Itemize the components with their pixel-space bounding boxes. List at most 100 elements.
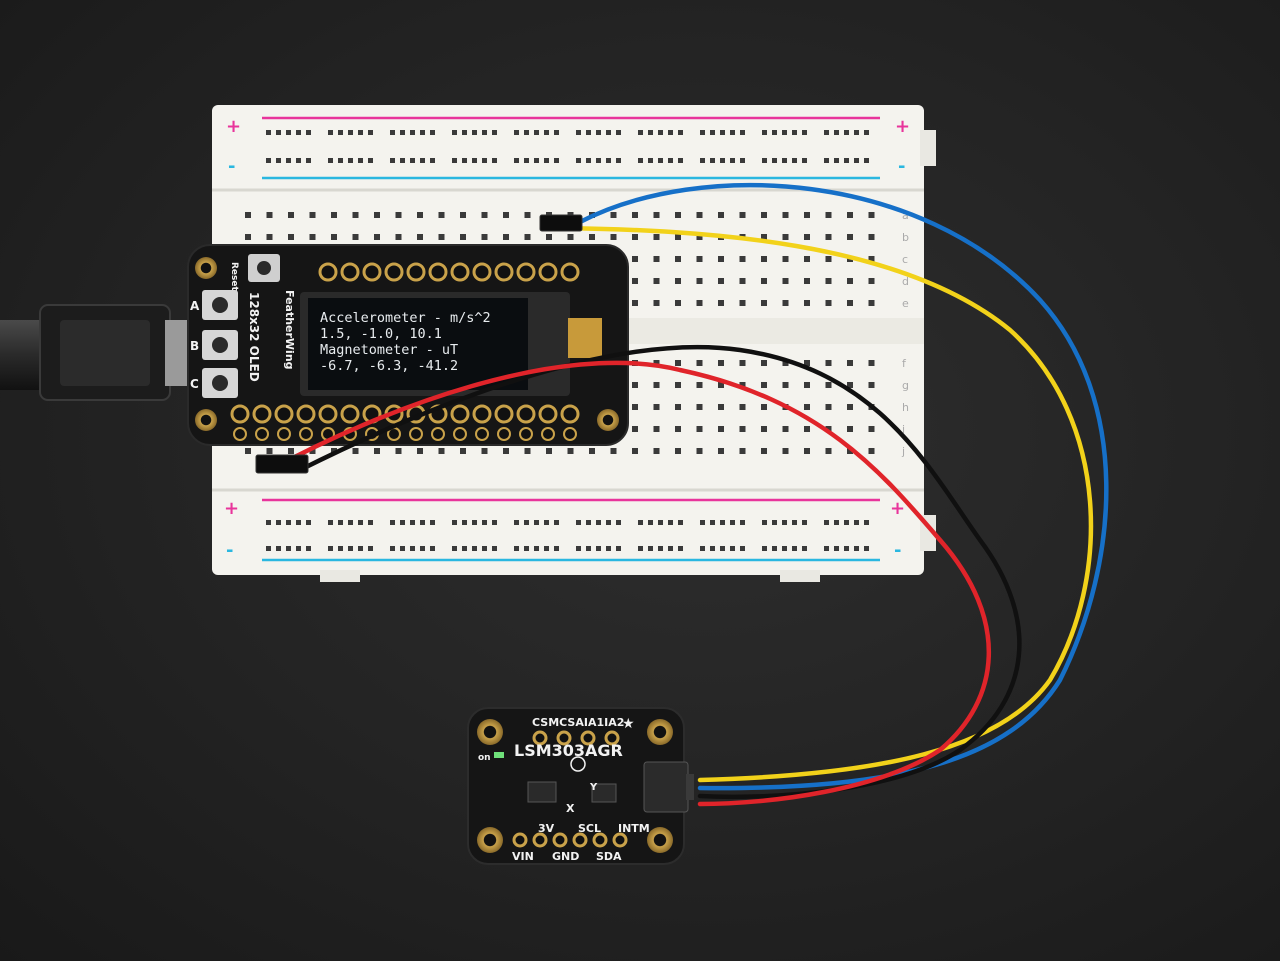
rail-hole <box>286 130 291 135</box>
rail-hole <box>638 520 643 525</box>
breadboard-hole <box>653 300 660 306</box>
breadboard-hole <box>825 212 832 218</box>
oled-line-2: 1.5, -1.0, 10.1 <box>320 326 442 342</box>
sensor-title: LSM303AGR <box>514 741 623 760</box>
rail-hole <box>400 546 405 551</box>
rail-hole <box>596 130 601 135</box>
rail-hole <box>420 158 425 163</box>
rail-hole <box>792 158 797 163</box>
rail-hole <box>492 520 497 525</box>
breadboard-hole <box>739 256 746 262</box>
breadboard-hole <box>266 448 273 454</box>
row-letter: e <box>902 297 909 310</box>
breadboard-hole <box>761 212 767 218</box>
stemma-plug <box>686 774 694 800</box>
breadboard-hole <box>718 448 724 454</box>
breadboard-hole <box>309 212 316 218</box>
breadboard-hole <box>675 426 681 432</box>
header-pin <box>472 262 492 282</box>
rail-hole <box>762 546 767 551</box>
sensor-pad <box>552 832 568 848</box>
breadboard-hole <box>739 448 746 454</box>
label-scl: SCL <box>578 822 601 835</box>
button-c[interactable] <box>202 368 238 398</box>
button-a[interactable] <box>202 290 238 320</box>
rail-hole <box>544 520 549 525</box>
rail-hole <box>400 130 405 135</box>
rail-hole <box>864 158 869 163</box>
breadboard-hole <box>804 278 810 284</box>
breadboard-hole <box>847 426 853 432</box>
rail-hole <box>782 546 787 551</box>
breadboard-hole <box>632 256 638 262</box>
rail-hole <box>390 130 395 135</box>
rail-hole <box>772 130 777 135</box>
rail-hole <box>390 158 395 163</box>
breadboard-hole <box>804 448 810 454</box>
featherwing-brand-label: FeatherWing <box>283 290 296 370</box>
rail-hole <box>306 158 311 163</box>
breadboard-hole <box>718 212 724 218</box>
label-sda: SDA <box>596 850 622 863</box>
rail-hole <box>534 520 539 525</box>
breadboard-hole <box>610 448 617 454</box>
rail-hole <box>554 130 559 135</box>
mount-hole-tr <box>647 719 673 745</box>
usb-cable <box>0 304 195 401</box>
breadboard-hole <box>739 300 746 306</box>
rail-hole <box>740 130 745 135</box>
breadboard-hole <box>825 300 832 306</box>
sensor-pad <box>580 730 596 746</box>
rail-hole <box>296 520 301 525</box>
power-led <box>494 752 504 758</box>
breadboard-hole <box>632 448 638 454</box>
header-pin <box>560 404 580 424</box>
rail-hole <box>482 546 487 551</box>
row-letter: h <box>902 401 909 414</box>
rail-hole <box>462 158 467 163</box>
button-b-label: B <box>190 339 199 353</box>
rail-hole <box>824 130 829 135</box>
header-pin <box>453 427 467 441</box>
rail-hole <box>854 158 859 163</box>
label-3v: 3V <box>538 822 555 835</box>
rail-hole <box>854 520 859 525</box>
rail-hole <box>400 158 405 163</box>
breadboard-hole <box>653 404 660 410</box>
breadboard-hole <box>288 212 294 218</box>
sensor-pad <box>532 730 548 746</box>
header-pin <box>362 262 382 282</box>
header-pin <box>277 427 291 441</box>
button-c-label: C <box>190 377 199 391</box>
blue-wire <box>577 182 1109 791</box>
breadboard-hole <box>804 382 810 388</box>
rail-hole <box>306 546 311 551</box>
lsm303agr-board: CSMCSAIA1IA2 ★ LSM303AGR on X Y 3V SCL I… <box>467 707 694 865</box>
breadboard-hole <box>632 426 638 432</box>
button-b[interactable] <box>202 330 238 360</box>
breadboard-hole <box>847 212 853 218</box>
rail-hole <box>834 520 839 525</box>
breadboard-hole <box>481 212 488 218</box>
row-letter: g <box>902 379 909 392</box>
breadboard-hole <box>653 212 660 218</box>
rail-hole <box>524 158 529 163</box>
breadboard-hole <box>417 212 423 218</box>
rail-hole <box>338 520 343 525</box>
breadboard-hole <box>675 212 681 218</box>
header-pin <box>475 427 489 441</box>
rail-hole <box>586 520 591 525</box>
rail-hole <box>348 520 353 525</box>
breadboard-hole <box>739 278 746 284</box>
rail-hole <box>772 546 777 551</box>
rail-hole <box>834 158 839 163</box>
breadboard-hole <box>868 212 875 218</box>
rail-hole <box>410 158 415 163</box>
rail-hole <box>844 520 849 525</box>
rail-hole <box>576 158 581 163</box>
rail-hole <box>616 158 621 163</box>
breadboard-hole <box>761 382 767 388</box>
rail-hole <box>730 520 735 525</box>
breadboard-hole <box>847 278 853 284</box>
